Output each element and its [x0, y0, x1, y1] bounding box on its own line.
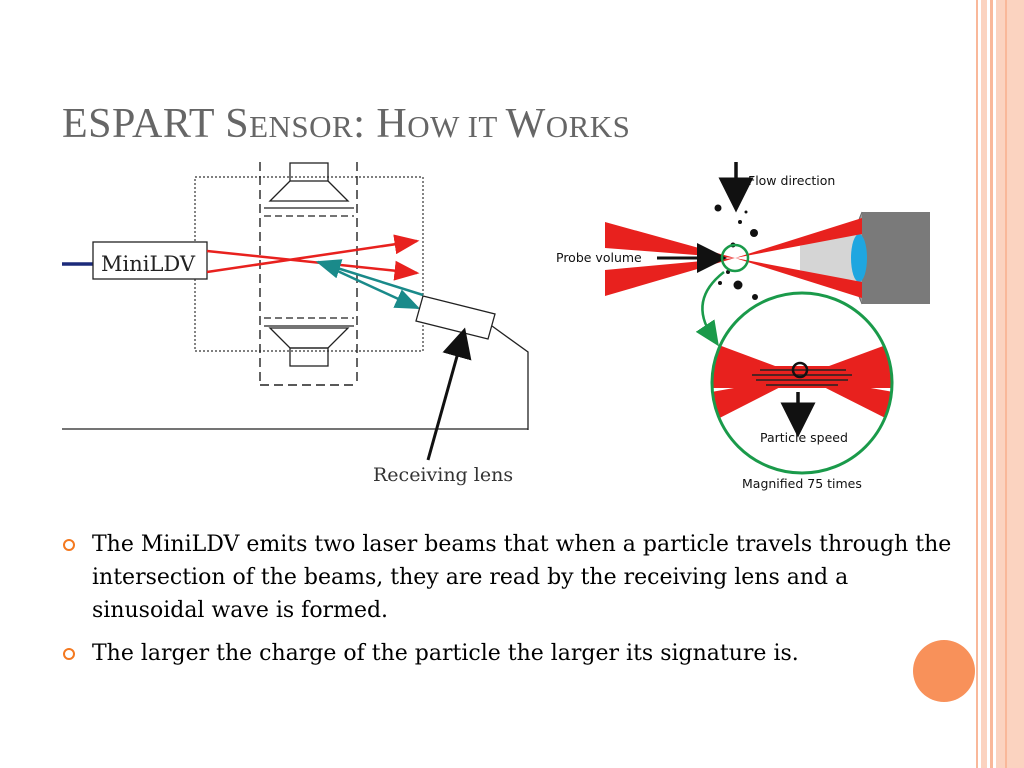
- fringe-pattern: [752, 369, 852, 386]
- minildv-label: MiniLDV: [101, 252, 196, 276]
- receiving-lens-label: Receiving lens: [373, 464, 513, 486]
- slide-title: ESPART Sensor: How it Works: [62, 100, 630, 148]
- magnified-label: Magnified 75 times: [742, 476, 862, 491]
- edge-stripe-1: [976, 0, 978, 768]
- laser-source-icon: [800, 211, 930, 305]
- decorative-circle: [913, 640, 975, 702]
- ldv-setup-diagram: MiniLDV Receiving lens: [62, 162, 529, 486]
- flow-direction-label: Flow direction: [748, 173, 835, 188]
- bullet-icon: [63, 539, 75, 551]
- probe-volume-circle: [720, 243, 750, 273]
- magnify-arrow: [695, 271, 725, 347]
- title-part: ow it: [407, 109, 506, 144]
- scatter-beam: [315, 259, 424, 297]
- laser-beam: [206, 249, 420, 281]
- bullet-text: The larger the charge of the particle th…: [92, 641, 799, 666]
- laser-beam: [206, 234, 420, 274]
- scatter-beam: [317, 260, 421, 310]
- title-part: W: [505, 101, 546, 147]
- particle-speed-label: Particle speed: [760, 430, 848, 445]
- magnified-circle: [710, 291, 894, 475]
- receiving-lens-icon: [415, 295, 529, 430]
- edge-stripe-5: [1005, 0, 1007, 768]
- bullet-item: The MiniLDV emits two laser beams that w…: [60, 528, 960, 627]
- title-part: orks: [545, 109, 631, 144]
- title-part: ESPART: [62, 101, 226, 147]
- bottom-speaker-icon: [264, 317, 354, 367]
- title-part: :: [353, 101, 377, 147]
- bullet-item: The larger the charge of the particle th…: [60, 637, 960, 670]
- top-speaker-icon: [264, 162, 354, 217]
- title-part: H: [376, 101, 408, 147]
- probe-volume-diagram: Flow direction Probe volume: [556, 162, 930, 491]
- minildv-box: [92, 241, 208, 280]
- edge-stripe-2: [981, 0, 987, 768]
- title-part: ensor: [249, 109, 354, 144]
- particles: [710, 204, 758, 300]
- dotted-enclosure: [194, 176, 424, 352]
- title-part: S: [225, 101, 250, 147]
- pointer-arrow: [426, 327, 472, 461]
- edge-stripe-4: [996, 0, 1024, 768]
- particle-icon: [791, 361, 809, 379]
- bullet-icon: [63, 648, 75, 660]
- magnified-view: Particle speed: [710, 291, 894, 475]
- probe-volume-label: Probe volume: [556, 250, 642, 265]
- bullet-list: The MiniLDV emits two laser beams that w…: [60, 528, 960, 680]
- edge-stripe-3: [990, 0, 993, 768]
- bullet-text: The MiniLDV emits two laser beams that w…: [92, 532, 952, 623]
